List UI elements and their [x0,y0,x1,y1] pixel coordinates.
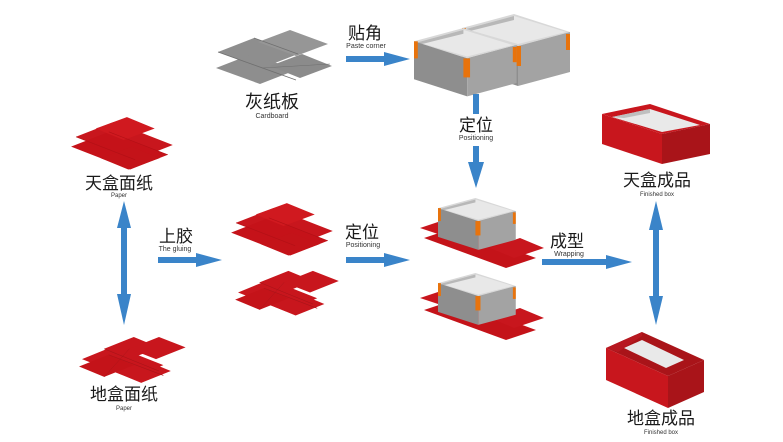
paste-corner-label: 贴角 [348,24,382,44]
base-paper-illustration [78,336,186,384]
finished-base-illustration [606,332,704,408]
arrow-paste-corner [346,52,410,66]
gluing-label: 上胶 [159,227,193,247]
finished-lid-label: 天盒成品 [623,171,691,191]
cardboard-label: 灰纸板 [245,92,299,113]
cardboard-illustration [216,30,332,84]
positioned-base-illustration [420,273,544,340]
lid-paper-sublabel: Paper [111,193,127,199]
positioned-lid-illustration [420,198,544,268]
glued-lid-paper-illustration [230,202,334,256]
lid-paper-label: 天盒面纸 [85,174,153,194]
base-paper-label: 地盒面纸 [90,385,158,405]
paste-corner-sublabel: Paste corner [346,43,386,50]
gluing-sublabel: The gluing [159,246,192,253]
arrow-gluing [158,253,222,267]
base-paper-sublabel: Paper [116,406,132,412]
finished-lid-sublabel: Finished box [640,192,674,198]
positioning-horizontal-label: 定位 [345,223,379,243]
arrow-lid-base-finished-link [649,201,663,325]
cornered-boxes-illustration [414,14,570,97]
glued-base-paper-illustration [234,270,340,316]
positioning-vertical-sublabel: Positioning [459,135,493,142]
positioning-horizontal-sublabel: Positioning [346,242,380,249]
positioning-vertical-label: 定位 [459,116,493,136]
finished-base-label: 地盒成品 [627,409,695,429]
finished-lid-illustration [602,104,710,164]
arrow-positioning-vertical [468,94,484,188]
arrow-wrapping [542,255,632,269]
cardboard-sublabel: Cardboard [255,113,288,120]
arrow-lid-base-link [117,201,131,325]
wrapping-label: 成型 [550,232,584,252]
wrapping-sublabel: Wrapping [554,251,584,258]
lid-paper-illustration [70,116,174,170]
finished-base-sublabel: Finished box [644,430,678,436]
arrow-positioning-horizontal [346,253,410,267]
